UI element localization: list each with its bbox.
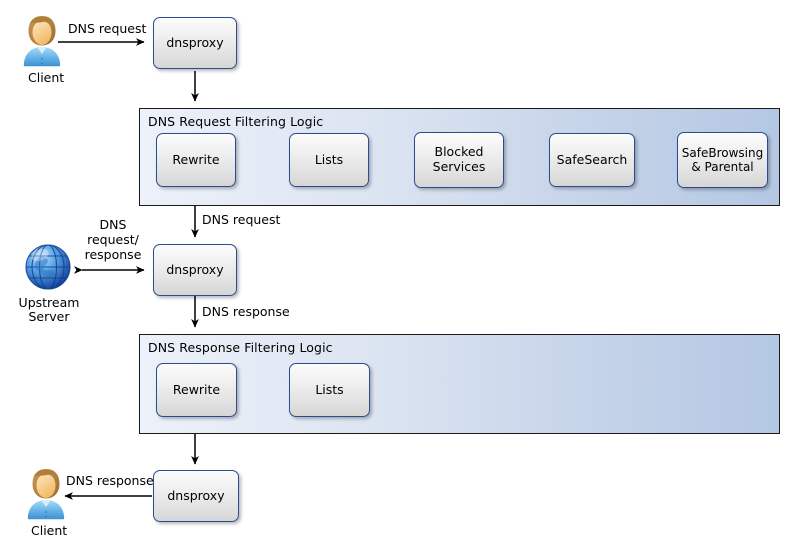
- globe-icon: [22, 241, 74, 293]
- stage-safebrowsing-parental[interactable]: SafeBrowsing & Parental: [677, 132, 768, 188]
- stage-lists-request-label: Lists: [314, 151, 344, 167]
- user-avatar-icon: [24, 467, 68, 523]
- edge-label-proxy-to-client: DNS response: [66, 473, 154, 488]
- client-bottom-label: Client: [31, 523, 68, 538]
- dnsproxy-top-label: dnsproxy: [166, 34, 224, 50]
- client-top-label: Client: [28, 70, 65, 85]
- stage-lists-response-label: Lists: [315, 381, 344, 397]
- dnsproxy-top-node[interactable]: dnsproxy: [153, 17, 237, 69]
- stage-blocked-services-label-1: Blocked: [434, 144, 484, 160]
- user-avatar-icon: [20, 14, 64, 70]
- dnsproxy-middle-label: dnsproxy: [166, 261, 224, 277]
- stage-safebrowsing-parental-label-1: SafeBrowsing: [681, 145, 764, 160]
- stage-safesearch-label: SafeSearch: [556, 151, 628, 167]
- stage-safesearch[interactable]: SafeSearch: [549, 133, 635, 187]
- dnsproxy-bottom-node[interactable]: dnsproxy: [153, 470, 239, 522]
- stage-lists-response[interactable]: Lists: [289, 363, 370, 417]
- upstream-server-label-2: Server: [28, 309, 70, 324]
- stage-rewrite-response[interactable]: Rewrite: [156, 363, 237, 417]
- edge-label-upstream-2: request/: [87, 232, 139, 247]
- upstream-server-label-1: Upstream: [18, 295, 80, 310]
- stage-safebrowsing-parental-label-2: & Parental: [691, 160, 754, 174]
- stage-blocked-services[interactable]: Blocked Services: [414, 132, 504, 188]
- stage-rewrite-request-label: Rewrite: [172, 151, 220, 167]
- edge-label-proxy-to-response-filter: DNS response: [202, 304, 290, 319]
- response-filtering-panel: DNS Response Filtering Logic: [139, 334, 780, 434]
- edge-label-upstream-1: DNS: [99, 217, 127, 232]
- request-filtering-title: DNS Request Filtering Logic: [148, 114, 324, 129]
- edge-label-client-to-proxy: DNS request: [68, 21, 147, 36]
- response-filtering-title: DNS Response Filtering Logic: [148, 340, 333, 355]
- stage-blocked-services-label-2: Services: [432, 159, 486, 174]
- stage-rewrite-response-label: Rewrite: [172, 381, 221, 397]
- dnsproxy-middle-node[interactable]: dnsproxy: [153, 244, 237, 296]
- dnsproxy-bottom-label: dnsproxy: [167, 487, 225, 503]
- edge-label-upstream-3: response: [84, 247, 142, 262]
- stage-rewrite-request[interactable]: Rewrite: [156, 133, 236, 187]
- stage-lists-request[interactable]: Lists: [289, 133, 369, 187]
- edge-label-proxy-to-request-filter: DNS request: [202, 212, 281, 227]
